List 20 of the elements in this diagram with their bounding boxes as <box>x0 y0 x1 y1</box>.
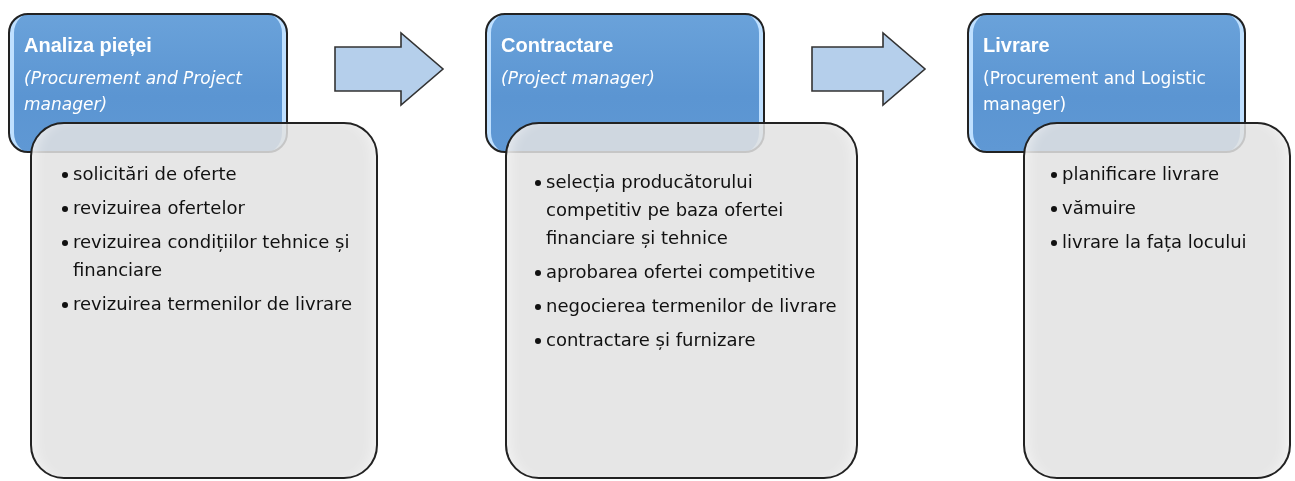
bullet-item: solicitări de oferte <box>62 160 360 188</box>
bullet-item: aprobarea ofertei competitive <box>535 258 840 286</box>
role-text: (Procurement and Logistic manager) <box>983 67 1207 116</box>
task-list-box <box>30 122 378 479</box>
stage-title: Livrare <box>983 33 1051 57</box>
bullet-item: planificare livrare <box>1051 160 1273 188</box>
bullet-item: revizuirea termenilor de livrare <box>62 290 360 318</box>
role-text: (Project manager) <box>501 67 656 90</box>
task-list-box <box>1023 122 1291 479</box>
bullet-item: livrare la fața locului <box>1051 228 1273 256</box>
bullet-item: vămuire <box>1051 194 1273 222</box>
bullet-item: revizuirea ofertelor <box>62 194 360 222</box>
bullet-item: contractare și furnizare <box>535 326 840 354</box>
block-arrow <box>334 31 445 107</box>
stage-title: Analiza pieței <box>24 33 153 57</box>
bullet-item: negocierea termenilor de livrare <box>535 292 840 320</box>
role-text: (Procurement and Project manager) <box>24 67 244 116</box>
stage-title: Contractare <box>501 33 615 57</box>
block-arrow <box>811 31 927 107</box>
task-list-box <box>505 122 858 479</box>
